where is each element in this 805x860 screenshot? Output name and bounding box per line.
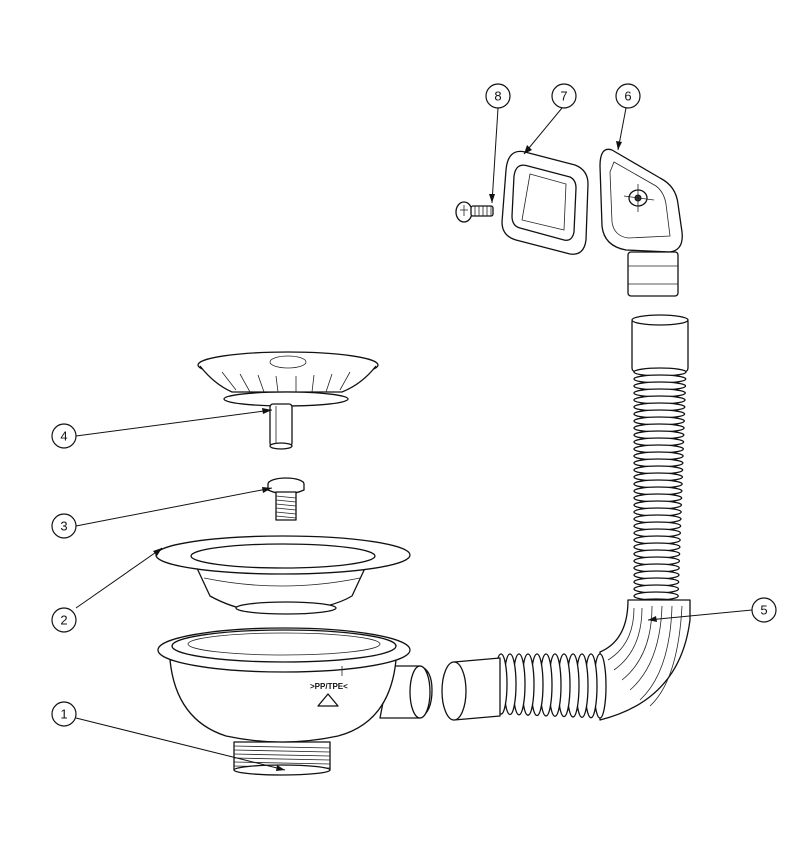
flex-hose xyxy=(441,314,691,721)
svg-text:1: 1 xyxy=(60,707,67,722)
flange-bowl xyxy=(155,535,411,615)
callout-4: 4 xyxy=(51,423,77,449)
svg-text:5: 5 xyxy=(760,603,767,618)
material-stamp: >PP/TPE< xyxy=(310,682,348,691)
screw-center xyxy=(267,477,305,521)
svg-text:4: 4 xyxy=(60,429,67,444)
strainer-basket xyxy=(197,351,379,450)
overflow-gasket xyxy=(501,150,589,255)
svg-text:2: 2 xyxy=(60,613,67,628)
overflow-screw xyxy=(455,201,494,223)
overflow-housing xyxy=(599,148,683,297)
callout-8: 8 xyxy=(485,83,511,109)
callout-1: 1 xyxy=(51,701,77,727)
callout-5: 5 xyxy=(751,597,777,623)
svg-text:7: 7 xyxy=(560,89,567,104)
sink-body: >PP/TPE< xyxy=(157,627,433,776)
svg-text:6: 6 xyxy=(624,89,631,104)
callout-7: 7 xyxy=(551,83,577,109)
callout-3: 3 xyxy=(51,513,77,539)
callouts: 8 7 6 4 3 2 1 5 xyxy=(51,83,777,771)
callout-2: 2 xyxy=(51,607,77,633)
svg-text:8: 8 xyxy=(494,89,501,104)
svg-text:3: 3 xyxy=(60,519,67,534)
callout-6: 6 xyxy=(615,83,641,109)
